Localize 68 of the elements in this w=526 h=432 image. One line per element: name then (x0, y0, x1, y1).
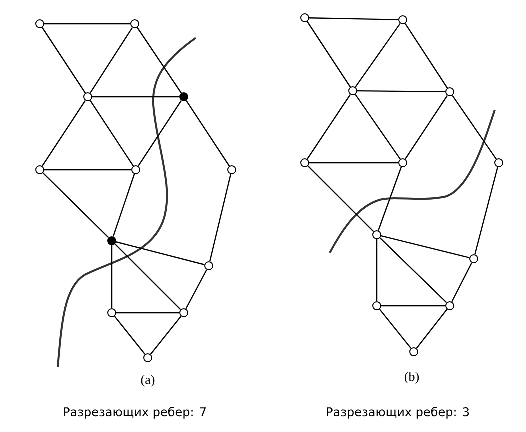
edge (358, 90, 446, 93)
vertex (494, 158, 504, 168)
vertex (204, 262, 214, 270)
edge (382, 305, 446, 307)
edge (111, 246, 113, 308)
edge (114, 316, 146, 355)
filled-vertex (108, 236, 116, 246)
panel-label: (b) (405, 372, 420, 384)
panel-label: (a) (141, 375, 155, 387)
vertex (372, 302, 382, 310)
vertex (398, 16, 408, 24)
edge (380, 238, 448, 304)
edge (307, 94, 351, 160)
vertex (446, 88, 454, 96)
filled-vertex (180, 92, 188, 102)
edge (378, 167, 402, 231)
edge (114, 244, 182, 310)
edge (112, 174, 136, 237)
edge (310, 18, 399, 21)
edge (452, 262, 472, 302)
vertex (144, 354, 152, 362)
edge (138, 100, 182, 167)
edge (44, 169, 132, 171)
edge (186, 100, 230, 167)
edge (137, 27, 182, 94)
edge (92, 96, 180, 98)
edge (379, 309, 412, 349)
edge (452, 95, 497, 160)
edge (116, 242, 205, 266)
edge (355, 94, 401, 160)
vertex (36, 20, 44, 28)
edge (310, 162, 398, 164)
vertex (300, 158, 310, 168)
vertex (180, 308, 188, 318)
vertex (398, 158, 408, 168)
vertex (228, 166, 236, 174)
edge (42, 100, 86, 167)
edge (44, 23, 130, 25)
edge (416, 309, 448, 349)
edge (308, 166, 374, 232)
edge (474, 167, 498, 255)
edge (376, 240, 378, 302)
edge (381, 236, 470, 258)
edge (404, 23, 448, 89)
vertex (132, 166, 140, 174)
edge (150, 316, 182, 355)
vertex (348, 86, 358, 96)
vertex (130, 20, 140, 28)
edge (209, 174, 232, 262)
edge (404, 95, 448, 160)
caption: Разрезающих ребер: 3 (327, 407, 470, 419)
edge (355, 23, 401, 88)
caption: Разрезающих ребер: 7 (64, 407, 206, 419)
edge (186, 270, 208, 310)
vertex (446, 302, 454, 310)
vertex (470, 254, 478, 264)
edge (116, 312, 180, 314)
vertex (84, 92, 92, 102)
edge (42, 172, 110, 238)
vertex (372, 230, 382, 240)
vertex (410, 348, 418, 356)
vertex (36, 166, 44, 174)
edge (42, 27, 86, 94)
edge (306, 21, 352, 88)
edge (90, 27, 134, 94)
vertex (300, 14, 310, 22)
edge (90, 100, 134, 167)
vertex (108, 308, 116, 318)
